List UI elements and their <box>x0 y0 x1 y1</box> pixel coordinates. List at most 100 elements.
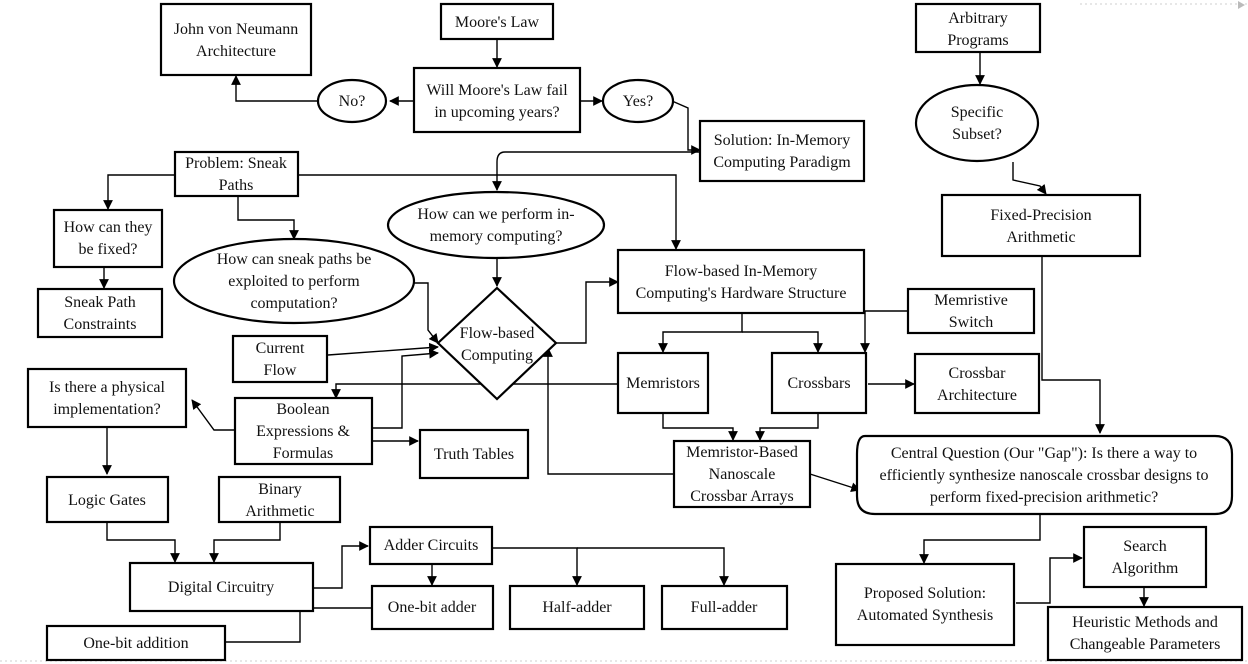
edge-central-to-proposed <box>919 515 1041 564</box>
edge-memristors-to-boolean <box>331 383 618 399</box>
specific-subset-label-line-1: Specific <box>951 104 1003 121</box>
full-adder-box: Full-adder <box>660 584 789 631</box>
physical-impl-label-line-1: Is there a physical <box>49 379 166 396</box>
memristors-label-line-1: Memristors <box>626 375 700 392</box>
how-fixed-label-line-2: be fixed? <box>78 241 137 258</box>
how-fixed-box: How can they be fixed? <box>52 208 164 269</box>
memristor-arrays-label-line-1: Memristor-Based <box>686 444 798 461</box>
sneak-constraints-label-line-2: Constraints <box>64 316 137 333</box>
one-bit-adder-label-line-1: One-bit adder <box>388 599 477 616</box>
half-adder-label: Half-adder <box>542 599 612 616</box>
one-bit-addition-label: One-bit addition <box>83 635 188 652</box>
one-bit-adder-label: One-bit adder <box>388 599 477 616</box>
edge-flow-to-hardware <box>556 277 619 344</box>
crossbars-label: Crossbars <box>787 375 850 392</box>
proposed-solution-box: Proposed Solution:Automated Synthesis <box>834 562 1016 647</box>
physical-impl-label: Is there a physical implementation? <box>49 379 166 418</box>
edge-sneak-to-howfixed <box>103 174 175 210</box>
central-question-label-line-3: perform fixed-precision arithmetic? <box>930 489 1158 506</box>
edge-binary-to-digital <box>209 523 281 563</box>
digital-circuitry-box: Digital Circuitry <box>128 561 315 613</box>
memristor-arrays-label-line-2: Nanoscale <box>709 466 776 483</box>
edge-onebit-to-addition <box>197 607 372 647</box>
von-neumann-label-line-2: Architecture <box>196 43 276 60</box>
von-neumann-label-line-1: John von Neumann <box>174 21 298 38</box>
moores-law-label: Moore's Law <box>455 14 540 31</box>
how-perform-label: How can we perform in-memory computing? <box>417 206 574 245</box>
moores-law-label-line-1: Moore's Law <box>455 14 540 31</box>
solution-label-line-1: Solution: In-Memory <box>714 132 850 149</box>
one-bit-addition-box: One-bit addition <box>45 624 227 662</box>
edge-crossbars-to-arrays <box>755 414 819 441</box>
edge-solution-to-howperform <box>492 151 700 191</box>
edge-hardware-to-memristors <box>658 314 743 353</box>
logic-gates-label: Logic Gates <box>68 492 146 509</box>
hardware-structure-label-line-1: Flow-based In-Memory <box>665 263 817 280</box>
physical-impl-label-line-2: implementation? <box>53 401 161 418</box>
fixed-precision-label-line-2: Arithmetic <box>1006 229 1075 246</box>
hardware-structure-label-line-2: Computing's Hardware Structure <box>636 285 847 302</box>
no-ellipse: No? <box>316 78 388 124</box>
edge-sneak-to-exploited <box>237 196 299 240</box>
proposed-solution-label-line-2: Automated Synthesis <box>857 607 993 624</box>
edge-boolean-to-physical <box>191 399 234 431</box>
flow-based-label-line-2: Computing <box>461 347 533 364</box>
boolean-label-line-1: Boolean <box>276 401 329 418</box>
how-fixed-label: How can they be fixed? <box>64 219 153 258</box>
half-adder-label-line-1: Half-adder <box>542 599 612 616</box>
search-algorithm-label-line-2: Algorithm <box>1112 560 1179 577</box>
edge-arrays-to-central <box>809 473 861 492</box>
truth-tables-label: Truth Tables <box>434 446 514 463</box>
edge-sneak-to-hardware <box>298 174 681 250</box>
yes-ellipse: Yes? <box>601 78 675 124</box>
memristors-box: Memristors <box>616 351 710 415</box>
edges <box>99 40 1149 647</box>
will-fail-label-line-1: Will Moore's Law fail <box>426 82 568 99</box>
current-flow-label-line-2: Flow <box>264 362 297 379</box>
digital-circuitry-label: Digital Circuitry <box>168 579 274 596</box>
half-adder-box: Half-adder <box>508 584 646 631</box>
edge-proposed-to-search <box>1016 553 1083 604</box>
moores-law-box: Moore's Law <box>439 2 555 41</box>
one-bit-adder-box: One-bit adder <box>370 584 495 631</box>
one-bit-addition-label-line-1: One-bit addition <box>83 635 188 652</box>
edge-memristors-to-arrays <box>662 414 738 441</box>
yes-label-line-1: Yes? <box>623 93 653 110</box>
boolean-label-line-3: Formulas <box>273 445 333 462</box>
arbitrary-programs-label-line-2: Programs <box>947 32 1008 49</box>
full-adder-label-line-1: Full-adder <box>691 599 758 616</box>
central-question-ellipse: Central Question (Our "Gap"): Is there a… <box>855 434 1234 516</box>
edge-boolean-to-flow <box>372 348 439 429</box>
how-fixed-label-line-1: How can they <box>64 219 153 236</box>
boolean-label-line-2: Expressions & <box>256 423 350 440</box>
no-label-line-1: No? <box>339 93 366 110</box>
how-perform-label-line-2: memory computing? <box>430 228 563 245</box>
sneak-paths-problem-label-line-2: Paths <box>219 177 254 194</box>
central-question-label-line-2: efficiently synthesize nanoscale crossba… <box>880 467 1209 484</box>
